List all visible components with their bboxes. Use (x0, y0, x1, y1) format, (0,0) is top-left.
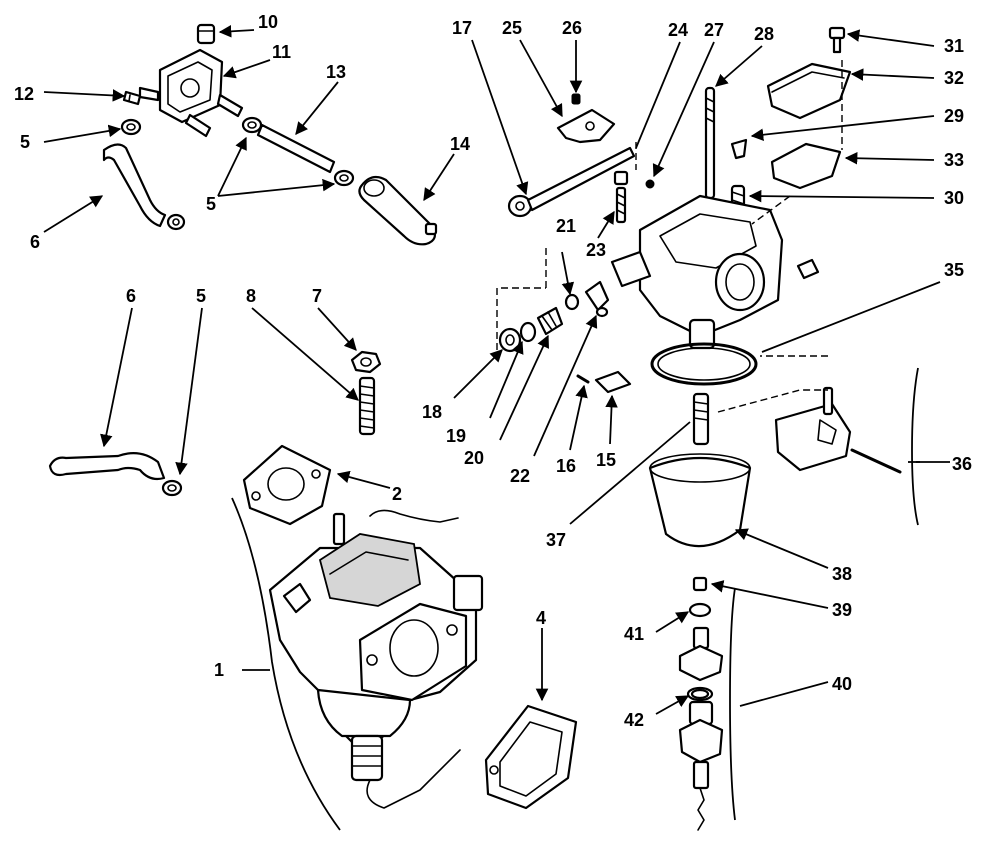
label-8: 8 (246, 286, 256, 306)
label-6-lower: 6 (126, 286, 136, 306)
label-25: 25 (502, 18, 522, 38)
part-31-screw (828, 26, 846, 54)
part-5-clamps-middle (241, 116, 355, 187)
part-25-throttle-plate (556, 108, 616, 144)
callout-labels: 10 11 12 5 6 5 13 14 6 5 8 7 2 1 4 17 25… (14, 12, 972, 730)
part-35-o-ring (650, 342, 758, 386)
part-36-float (774, 386, 902, 474)
part-33-gasket (770, 142, 842, 190)
label-19: 19 (446, 426, 466, 446)
part-22-bushing (584, 280, 610, 318)
label-40: 40 (832, 674, 852, 694)
part-12-screw (122, 90, 142, 106)
part-38-float-bowl (648, 453, 752, 548)
label-4: 4 (536, 608, 546, 628)
part-13-fuel-line (256, 123, 336, 174)
label-5-upper: 5 (20, 132, 30, 152)
part-29-screw (730, 138, 748, 160)
label-30: 30 (944, 188, 964, 208)
label-31: 31 (944, 36, 964, 56)
part-15-bracket (594, 370, 632, 394)
label-16: 16 (556, 456, 576, 476)
part-28-needle (704, 86, 716, 200)
label-1: 1 (214, 660, 224, 680)
part-42-washer (690, 688, 710, 700)
part-41-washer (688, 602, 712, 618)
label-22: 22 (510, 466, 530, 486)
part-20-spring (536, 306, 564, 336)
label-21: 21 (556, 216, 576, 236)
part-6-hose-upper (102, 143, 186, 231)
part-6-hose-lower (48, 451, 183, 497)
part-17-throttle-shaft (507, 146, 636, 218)
label-35: 35 (944, 260, 964, 280)
assembly-bracket-lines (231, 60, 919, 831)
part-1-carburetor-assembly (268, 509, 484, 809)
carburetor-body (610, 194, 820, 350)
part-39-screw (692, 576, 708, 592)
label-32: 32 (944, 68, 964, 88)
part-14-fuel-filter (358, 175, 438, 246)
part-37-main-jet (692, 392, 710, 446)
label-29: 29 (944, 106, 964, 126)
part-7-nut (350, 350, 382, 374)
label-26: 26 (562, 18, 582, 38)
label-14: 14 (450, 134, 470, 154)
leader-lines (43, 25, 950, 715)
part-40-solenoid (678, 626, 724, 831)
label-39: 39 (832, 600, 852, 620)
label-38: 38 (832, 564, 852, 584)
part-16-pin (576, 374, 590, 384)
label-28: 28 (754, 24, 774, 44)
label-10: 10 (258, 12, 278, 32)
label-17: 17 (452, 18, 472, 38)
label-42: 42 (624, 710, 644, 730)
label-7: 7 (312, 286, 322, 306)
label-11: 11 (272, 42, 291, 62)
label-20: 20 (464, 448, 484, 468)
part-5-clamp-upper (120, 118, 142, 136)
part-23-idle-screw (613, 170, 629, 224)
part-10-cap (196, 23, 216, 45)
label-36: 36 (952, 454, 972, 474)
label-41: 41 (624, 624, 644, 644)
label-5-lower: 5 (196, 286, 206, 306)
part-2-gasket (242, 444, 332, 526)
label-5-middle: 5 (206, 194, 216, 214)
label-27: 27 (704, 20, 724, 40)
label-24: 24 (668, 20, 688, 40)
part-32-cover (766, 62, 852, 120)
part-21-washer (564, 293, 580, 311)
part-11-fuel-pump (138, 48, 244, 138)
label-37: 37 (546, 530, 566, 550)
part-4-gasket (484, 704, 578, 810)
part-26-screw (571, 93, 581, 105)
label-15: 15 (596, 450, 616, 470)
part-19-washer (519, 321, 537, 343)
label-2: 2 (392, 484, 402, 504)
part-27-plug (645, 179, 655, 189)
label-6-upper: 6 (30, 232, 40, 252)
label-18: 18 (422, 402, 442, 422)
part-18-seal (498, 327, 522, 353)
part-8-stud (358, 376, 376, 436)
label-12: 12 (14, 84, 34, 104)
label-33: 33 (944, 150, 964, 170)
label-23: 23 (586, 240, 606, 260)
label-13: 13 (326, 62, 346, 82)
